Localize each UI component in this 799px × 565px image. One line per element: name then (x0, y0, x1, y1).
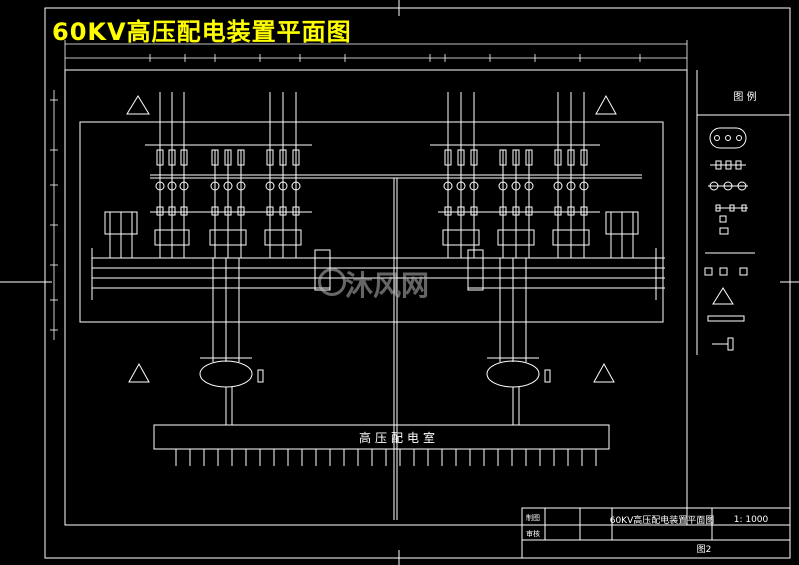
title-block-frame (521, 507, 791, 559)
lightning-rod-symbols (126, 94, 617, 383)
legend-heading: 图 例 (733, 90, 756, 103)
top-dimension-lines (64, 40, 688, 70)
switchgear-room-outline (153, 424, 610, 450)
title-block-sheet: 图2 (697, 544, 712, 555)
title-block-drawing-name: 60KV高压配电装置平面图 (610, 514, 715, 526)
outgoing-cables (175, 449, 597, 466)
right-bays (442, 92, 639, 425)
gantries (145, 144, 642, 520)
title-block-checked-by-label: 审核 (526, 529, 540, 538)
room-label: 高压配电室 (359, 430, 439, 445)
switchyard-fence (79, 121, 664, 323)
drawing-title: 60KV高压配电装置平面图 (52, 18, 352, 46)
watermark-logo-icon (318, 268, 346, 296)
busbars (91, 248, 665, 300)
left-dimension-lines (50, 90, 58, 340)
inner-frame (64, 69, 688, 526)
title-block-scale: 1: 1000 (734, 515, 769, 525)
watermark-text: 沐风网 (345, 269, 430, 302)
outer-frame (44, 7, 791, 559)
legend-panel (696, 70, 790, 355)
left-bays (104, 92, 302, 425)
title-block-made-by-label: 制图 (526, 513, 540, 522)
